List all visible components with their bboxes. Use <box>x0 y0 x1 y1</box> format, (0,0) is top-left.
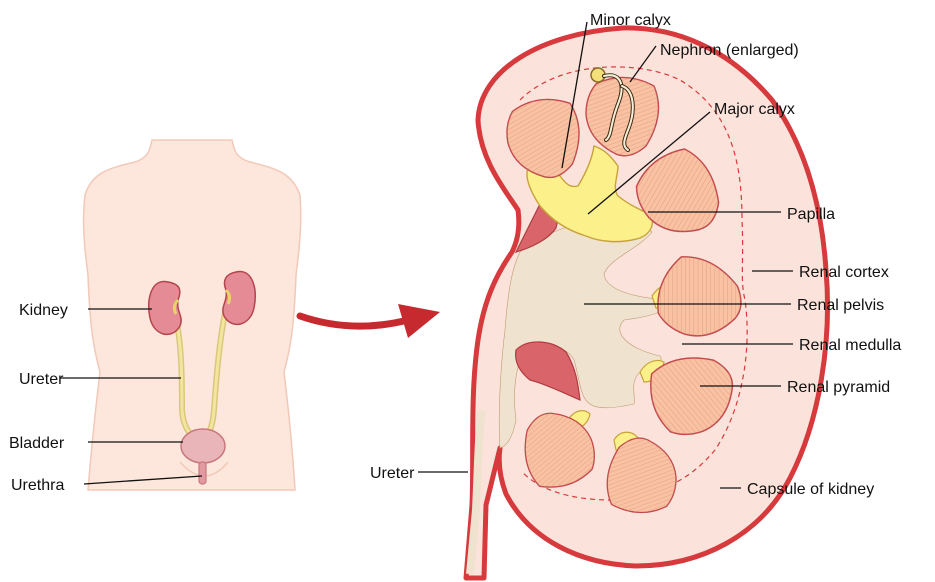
label-urethra: Urethra <box>11 477 64 494</box>
label-capsule: Capsule of kidney <box>747 481 874 498</box>
label-nephron: Nephron (enlarged) <box>660 42 799 59</box>
body-kidney-left <box>149 281 181 334</box>
body-urethra <box>199 462 206 484</box>
label-ureter-right: Ureter <box>370 465 415 482</box>
label-renal-pyramid: Renal pyramid <box>787 379 890 396</box>
label-minor-calyx: Minor calyx <box>590 12 671 29</box>
label-papilla: Papilla <box>787 206 835 223</box>
zoom-arrow <box>300 304 440 338</box>
body-kidney-right <box>223 271 255 324</box>
label-renal-pelvis: Renal pelvis <box>797 297 884 314</box>
label-kidney: Kidney <box>19 302 68 319</box>
label-renal-cortex: Renal cortex <box>799 264 889 281</box>
label-major-calyx: Major calyx <box>714 101 795 118</box>
label-bladder: Bladder <box>9 435 65 452</box>
label-ureter-left: Ureter <box>19 371 64 388</box>
label-renal-medulla: Renal medulla <box>799 337 901 354</box>
